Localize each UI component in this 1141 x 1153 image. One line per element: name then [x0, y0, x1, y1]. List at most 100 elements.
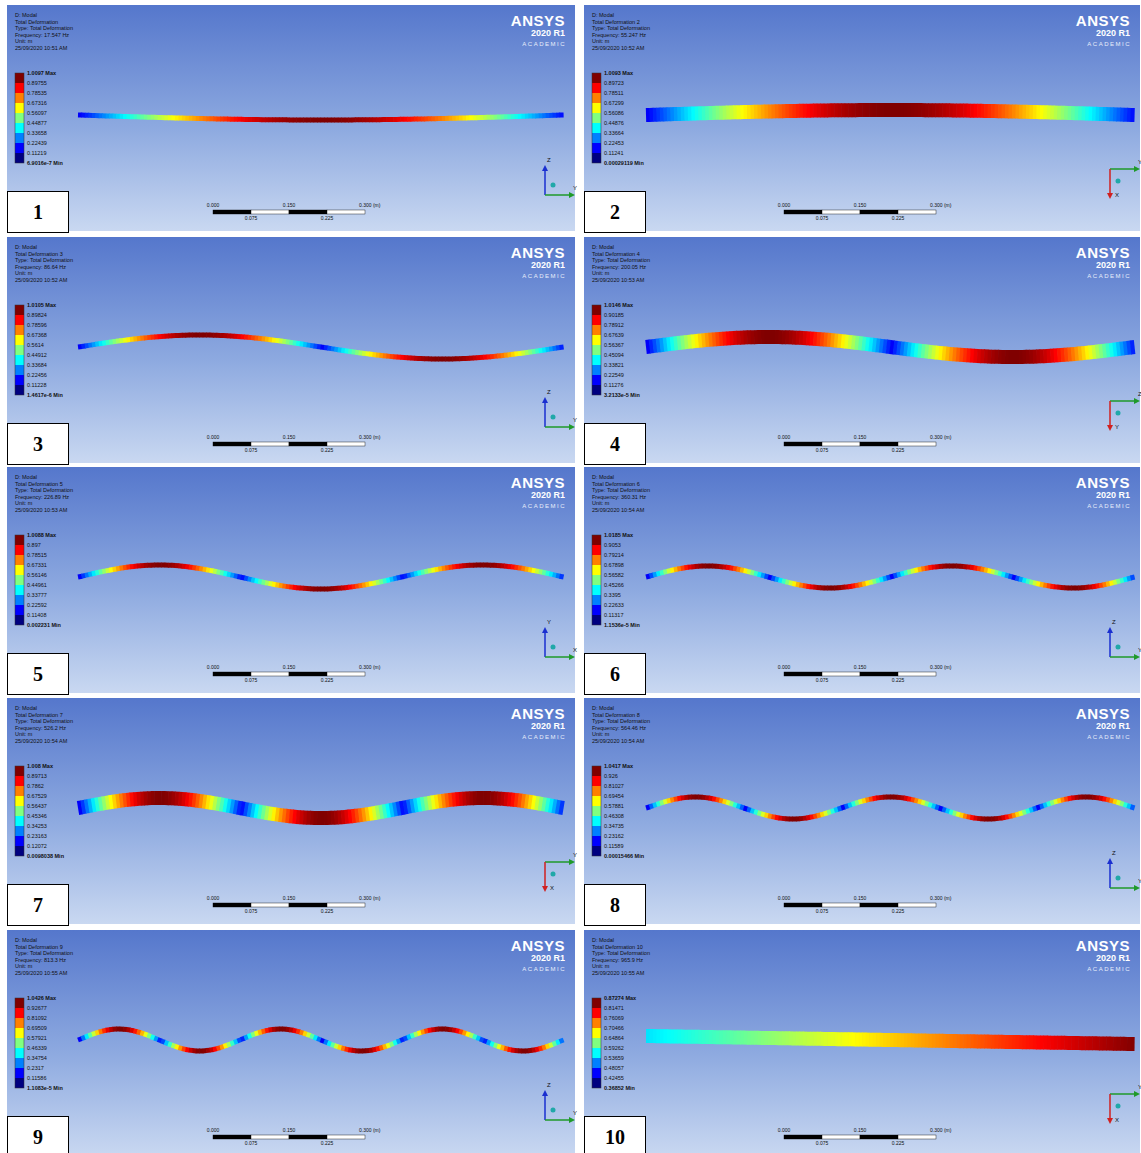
result-header: Type: Total Deformation: [592, 488, 650, 494]
contour-band: [592, 766, 601, 776]
contour-value: 0.23163: [27, 834, 47, 840]
contour-value: 0.33821: [604, 363, 624, 369]
software-version: 2020 R1: [1096, 954, 1130, 963]
contour-value: 0.44912: [27, 353, 47, 359]
scale-bar: [327, 903, 365, 907]
beam-segment: [1113, 801, 1117, 802]
contour-value: 0.69454: [604, 794, 624, 800]
beam-segment: [154, 791, 158, 805]
panel-number: 7: [33, 894, 43, 917]
mode-shape-illustration: [584, 5, 1140, 231]
beam-segment: [341, 117, 345, 122]
axis-arrow: [1110, 168, 1136, 170]
contour-band: [15, 153, 24, 163]
beam-segment: [317, 117, 321, 122]
scale-value: 0.300 (m): [359, 665, 380, 670]
contour-band: [592, 365, 601, 375]
contour-band: [592, 1078, 601, 1088]
contour-value: 0.12072: [27, 844, 47, 850]
beam-segment: [501, 1047, 505, 1048]
beam-segment: [397, 1040, 401, 1041]
contour-value: 0.45266: [604, 583, 624, 589]
beam-segment: [161, 1041, 165, 1042]
panel-number: 3: [33, 433, 43, 456]
contour-frame: [15, 305, 24, 395]
result-header: D: Modal: [15, 938, 37, 944]
beam-segment: [556, 1041, 560, 1042]
beam-segment: [946, 564, 950, 569]
beam-segment: [834, 809, 838, 810]
beam-segment: [852, 803, 856, 804]
axis-arrowhead: [1134, 885, 1140, 891]
beam-segment: [303, 117, 307, 122]
beam-segment: [918, 801, 922, 802]
contour-band: [592, 385, 601, 395]
scale-bar: [898, 672, 936, 676]
axis-label: Z: [1138, 391, 1141, 397]
contour-band: [592, 315, 601, 325]
result-panel: D: ModalTotal Deformation 6Type: Total D…: [584, 467, 1140, 693]
contour-band: [15, 133, 24, 143]
beam-segment: [660, 802, 664, 803]
result-header: D: Modal: [592, 938, 614, 944]
mode-shape-illustration: [7, 237, 575, 463]
contour-band: [15, 113, 24, 123]
scale-value: 0.075: [245, 448, 258, 453]
mode-shape-illustration: [584, 698, 1140, 924]
result-header: Total Deformation: [15, 20, 58, 26]
beam-segment: [383, 1046, 387, 1047]
result-panel: D: ModalTotal Deformation 9Type: Total D…: [7, 930, 575, 1153]
beam-segment: [324, 1041, 328, 1042]
contour-value: 1.0093 Max: [604, 71, 633, 77]
contour-value: 0.44877: [27, 121, 47, 127]
beam-segment: [140, 1033, 144, 1034]
contour-value: 0.56146: [27, 573, 47, 579]
scale-value: 0.075: [245, 1141, 258, 1146]
contour-band: [592, 1028, 601, 1038]
beam-segment: [744, 808, 748, 809]
scale-bar: [251, 672, 289, 676]
panel-number-box: 3: [7, 423, 69, 465]
beam-segment: [939, 808, 943, 809]
beam-segment: [1127, 806, 1131, 807]
scale-bar: [784, 442, 822, 446]
scale-value: 0.300 (m): [930, 1128, 951, 1133]
beam-segment: [286, 117, 290, 122]
axis-arrowhead: [542, 627, 548, 633]
beam-segment: [1026, 810, 1030, 811]
scale-bar: [213, 210, 251, 214]
contour-value: 0.7862: [27, 784, 44, 790]
beam-segment: [435, 356, 439, 361]
panel-number-box: 5: [7, 653, 69, 695]
axis-arrowhead: [569, 424, 575, 430]
beam-segment: [855, 802, 859, 803]
result-header: Type: Total Deformation: [592, 719, 650, 725]
axis-label: Y: [573, 1110, 577, 1116]
contour-value: 0.46308: [604, 814, 624, 820]
beam-segment: [663, 801, 667, 802]
result-header: Frequency: 200.05 Hz: [592, 265, 646, 271]
axis-dot: [1116, 179, 1121, 184]
result-header: Frequency: 564.46 Hz: [592, 726, 646, 732]
beam-segment: [560, 800, 564, 815]
scale-bar: [327, 1135, 365, 1139]
beam-segment: [560, 574, 564, 580]
beam-segment: [407, 1036, 411, 1037]
axis-arrowhead: [542, 397, 548, 403]
software-logo: ANSYS: [511, 706, 565, 721]
beam-segment: [747, 809, 751, 810]
result-header: D: Modal: [592, 13, 614, 19]
result-panel: D: ModalTotal Deformation 10Type: Total …: [584, 930, 1140, 1153]
scale-bar: [327, 442, 365, 446]
contour-band: [15, 1018, 24, 1028]
contour-value: 0.81092: [27, 1016, 47, 1022]
beam-segment: [1131, 807, 1135, 808]
license-type: ACADEMIC: [1087, 966, 1131, 972]
contour-band: [592, 123, 601, 133]
contour-value: 1.0088 Max: [27, 533, 56, 539]
scale-value: 0.150: [854, 203, 867, 208]
axis-label: Z: [1112, 619, 1116, 625]
beam-segment: [411, 1035, 415, 1036]
axis-label: X: [573, 647, 577, 653]
axis-arrowhead: [569, 859, 575, 865]
